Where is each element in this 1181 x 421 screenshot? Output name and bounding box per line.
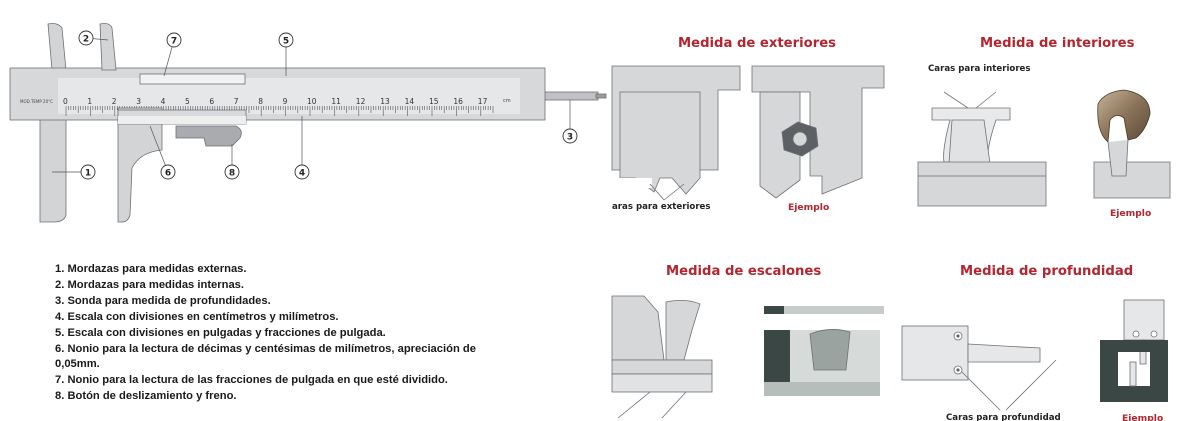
scale-number: 11: [331, 97, 341, 106]
scale-number: 2: [112, 97, 117, 106]
fixed-outer-jaw: [39, 117, 67, 223]
label-caras-profundidad: Caras para profundidad: [946, 413, 1061, 421]
depth-probe: [539, 91, 599, 101]
scale-number: 6: [209, 97, 214, 106]
callout-circle: [224, 164, 240, 180]
scale-number: 0: [63, 97, 68, 106]
caliper-brand: MOD.TEMP 20°C: [20, 99, 53, 104]
callout-circle: [562, 128, 578, 144]
depth-dark-block: [1100, 340, 1168, 402]
panel-profundidad: [901, 299, 1168, 411]
scale-number: 14: [405, 97, 415, 106]
scale-number: 7: [234, 97, 239, 106]
legend-item: 4. Escala con divisiones en centímetros …: [55, 310, 339, 323]
scale-number: 13: [380, 97, 390, 106]
parts-legend: 1. Mordazas para medidas externas. 2. Mo…: [55, 262, 555, 405]
callout-number: 2: [83, 35, 89, 45]
panel-interiores: [917, 89, 1171, 207]
callout-circle: [166, 32, 182, 48]
callout-number: 7: [171, 37, 177, 47]
slider-outer-jaw: [117, 107, 163, 223]
scale-number: 16: [453, 97, 463, 106]
legend-item: 8. Botón de deslizamiento y freno.: [55, 390, 237, 403]
legend-item: 5. Escala con divisiones en pulgadas y f…: [55, 326, 386, 339]
example-interiores: Ejemplo: [1110, 208, 1152, 219]
scale-number: 15: [429, 97, 439, 106]
callout-circle: [160, 164, 176, 180]
callout-number: 5: [283, 37, 289, 47]
legend-item: 2. Mordazas para medidas internas.: [55, 278, 245, 291]
scale-unit: cm: [503, 98, 511, 104]
label-caras-interiores: Caras para interiores: [928, 64, 1031, 74]
slider-button: [175, 125, 242, 147]
legend-item: 6. Nonio para la lectura de décimas y ce…: [55, 342, 476, 355]
panel-exteriores: [611, 65, 885, 201]
callout-leader: [149, 125, 169, 173]
scale-number: 17: [478, 97, 488, 106]
callout-number: 3: [567, 133, 573, 143]
title-escalones: Medida de escalones: [666, 264, 822, 279]
scale-number: 1: [87, 97, 92, 106]
callout-circle: [278, 32, 294, 48]
scale-number: 5: [185, 97, 190, 106]
callout-circle: [78, 30, 94, 46]
callout-number: 4: [299, 169, 305, 179]
title-interiores: Medida de interiores: [980, 36, 1135, 51]
scale-number: 12: [356, 97, 366, 106]
legend-item: 1. Mordazas para medidas externas.: [55, 263, 247, 275]
scale-number: 3: [136, 97, 141, 106]
scale-number: 4: [161, 97, 166, 106]
legend-item: 7. Nonio para la lectura de las fraccion…: [55, 374, 448, 387]
callout-circle: [294, 164, 310, 180]
callout-circle: [80, 164, 96, 180]
callout-number: 8: [229, 169, 235, 179]
panel-escalones: [611, 295, 884, 419]
scale-number: 8: [258, 97, 263, 106]
scale-number: 10: [307, 97, 317, 106]
title-exteriores: Medida de exteriores: [678, 36, 837, 51]
example-profundidad: Ejemplo: [1122, 413, 1164, 421]
title-profundidad: Medida de profundidad: [960, 264, 1134, 279]
scale-number: 9: [283, 97, 288, 106]
legend-item: 0,05mm.: [55, 358, 100, 371]
label-caras-exteriores: aras para exteriores: [612, 202, 711, 212]
callout-number: 1: [85, 169, 91, 179]
example-exteriores: Ejemplo: [788, 202, 830, 213]
legend-item: 3. Sonda para medida de profundidades.: [55, 294, 271, 307]
step-dark-bar: [764, 306, 784, 314]
callout-number: 6: [165, 169, 171, 179]
fixed-inner-jaw: [47, 23, 67, 71]
slider-inner-jaw: [99, 23, 117, 71]
